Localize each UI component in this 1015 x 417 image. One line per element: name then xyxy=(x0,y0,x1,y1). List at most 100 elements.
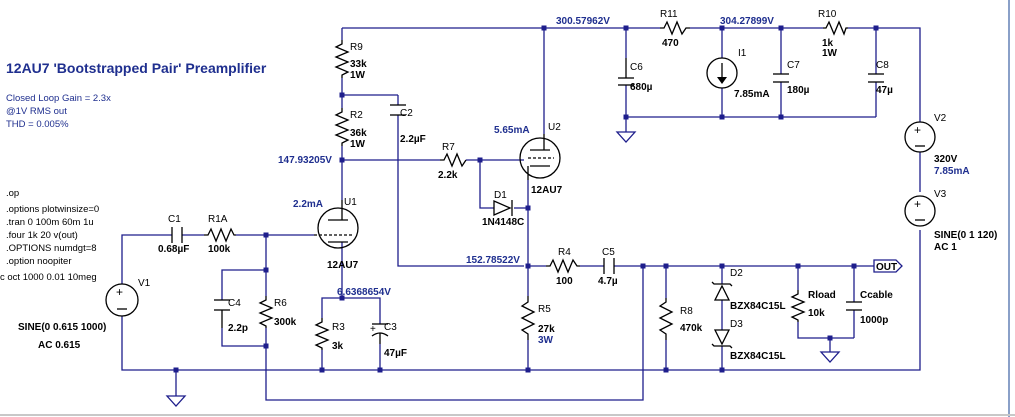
c6-name: C6 xyxy=(630,62,643,73)
out-label: OUT xyxy=(876,262,897,273)
d3-name: D3 xyxy=(730,319,743,330)
svg-text:+: + xyxy=(914,123,921,137)
c2-value: 2.2µF xyxy=(400,134,426,145)
ground-symbols xyxy=(165,131,841,407)
c4-value: 2.2p xyxy=(228,323,248,334)
u1-current: 2.2mA xyxy=(293,199,323,210)
c8-name: C8 xyxy=(876,60,889,71)
u1-triode: U1 12AU7 xyxy=(314,197,359,271)
i1-current: 7.85mA xyxy=(734,89,770,100)
v2-current: 7.85mA xyxy=(934,166,970,177)
c2-capacitor: C2 2.2µF xyxy=(390,104,426,145)
r3-resistor: R3 3k xyxy=(314,318,345,352)
c4-capacitor: C4 2.2p xyxy=(214,298,248,334)
r5-resistor: R5 27k 3W xyxy=(520,296,555,346)
note-output: @1V RMS out xyxy=(6,106,67,117)
v3-ac: AC 1 xyxy=(934,242,957,253)
spice-tran: .tran 0 100m 60m 1u xyxy=(6,217,94,228)
out-port: OUT xyxy=(873,259,903,273)
d3-value: BZX84C15L xyxy=(730,351,786,362)
svg-text:+: + xyxy=(914,197,921,211)
r11-resistor: R11 470 xyxy=(660,9,690,49)
r9-power: 1W xyxy=(350,70,366,81)
r1a-value: 100k xyxy=(208,244,231,255)
c7-capacitor: C7 180µ xyxy=(773,60,810,96)
i1-name: I1 xyxy=(738,48,747,59)
d1-diode: D1 1N4148C xyxy=(482,190,524,228)
r10-resistor: R10 1k 1W xyxy=(818,9,848,59)
v1-ac: AC 0.615 xyxy=(38,340,81,351)
r2-value: 36k xyxy=(350,128,367,139)
rload-resistor: Rload 10k xyxy=(790,290,836,322)
r2-name: R2 xyxy=(350,110,363,121)
wires xyxy=(121,27,921,401)
r5-power: 3W xyxy=(538,335,554,346)
r9-r2-node-voltage: 147.93205V xyxy=(278,155,332,166)
c3-value: 47µF xyxy=(384,348,407,359)
r10-value: 1k xyxy=(822,38,834,49)
rload-name: Rload xyxy=(808,290,836,301)
d1-name: D1 xyxy=(494,190,507,201)
rload-value: 10k xyxy=(808,308,825,319)
c3-name: C3 xyxy=(384,322,397,333)
ccable-capacitor: Ccable 1000p xyxy=(846,290,893,326)
ccable-value: 1000p xyxy=(860,315,888,326)
r4-name: R4 xyxy=(558,247,571,258)
junctions xyxy=(173,25,879,373)
supply-node-voltage: 304.27899V xyxy=(720,16,774,27)
d3-zener: D3 BZX84C15L xyxy=(711,319,786,362)
r5-value: 27k xyxy=(538,324,555,335)
spice-noopiter: .option noopiter xyxy=(6,256,72,267)
i1-current-source: I1 7.85mA xyxy=(706,48,770,100)
c1-capacitor: C1 0.68µF xyxy=(158,214,189,255)
u2-cathode-voltage: 152.78522V xyxy=(466,255,520,266)
note-thd: THD = 0.005% xyxy=(6,119,69,130)
v2-name: V2 xyxy=(934,113,947,124)
note-gain: Closed Loop Gain = 2.3x xyxy=(6,93,111,104)
r4-resistor: R4 100 xyxy=(546,247,580,287)
d2-zener: D2 BZX84C15L xyxy=(711,268,786,312)
r3-value: 3k xyxy=(332,341,344,352)
u2-triode: U2 12AU7 xyxy=(519,122,563,196)
u1-name: U1 xyxy=(344,197,357,208)
u2-value: 12AU7 xyxy=(531,185,563,196)
r8-value: 470k xyxy=(680,323,703,334)
r6-resistor: R6 300k xyxy=(258,296,297,328)
top-rail-voltage: 300.57962V xyxy=(556,16,610,27)
d2-name: D2 xyxy=(730,268,743,279)
r7-value: 2.2k xyxy=(438,170,458,181)
ccable-name: Ccable xyxy=(860,290,893,301)
c4-name: C4 xyxy=(228,298,241,309)
r10-power: 1W xyxy=(822,48,838,59)
c3-capacitor: + C3 47µF xyxy=(370,322,407,359)
r8-resistor: R8 470k xyxy=(658,298,703,340)
c5-value: 4.7µ xyxy=(598,276,618,287)
r9-resistor: R9 33k 1W xyxy=(334,40,367,81)
v3-value: SINE(0 1 120) xyxy=(934,230,997,241)
r6-name: R6 xyxy=(274,298,287,309)
r10-name: R10 xyxy=(818,9,837,20)
c8-value: 47µ xyxy=(876,85,893,96)
d1-value: 1N4148C xyxy=(482,217,524,228)
svg-text:+: + xyxy=(370,324,376,335)
v2-voltage-source: + V2 320V 7.85mA xyxy=(904,113,970,177)
c7-name: C7 xyxy=(787,60,800,71)
r9-value: 33k xyxy=(350,59,367,70)
r7-name: R7 xyxy=(442,142,455,153)
u1-value: 12AU7 xyxy=(327,260,359,271)
r6-value: 300k xyxy=(274,317,297,328)
d2-value: BZX84C15L xyxy=(730,301,786,312)
c6-value: 680µ xyxy=(630,82,653,93)
spice-op: .op xyxy=(6,188,19,199)
c2-name: C2 xyxy=(400,108,413,119)
v1-voltage-source: + V1 SINE(0 0.615 1000) AC 0.615 xyxy=(18,278,151,351)
v2-value: 320V xyxy=(934,154,958,165)
r7-resistor: R7 2.2k xyxy=(438,142,467,181)
spice-options: .options plotwinsize=0 xyxy=(6,204,99,215)
c6-capacitor: C6 680µ xyxy=(618,58,653,93)
r2-power: 1W xyxy=(350,139,366,150)
c5-capacitor: C5 4.7µ xyxy=(598,247,618,287)
r9-name: R9 xyxy=(350,42,363,53)
v3-voltage-source: + V3 SINE(0 1 120) AC 1 xyxy=(904,189,997,253)
